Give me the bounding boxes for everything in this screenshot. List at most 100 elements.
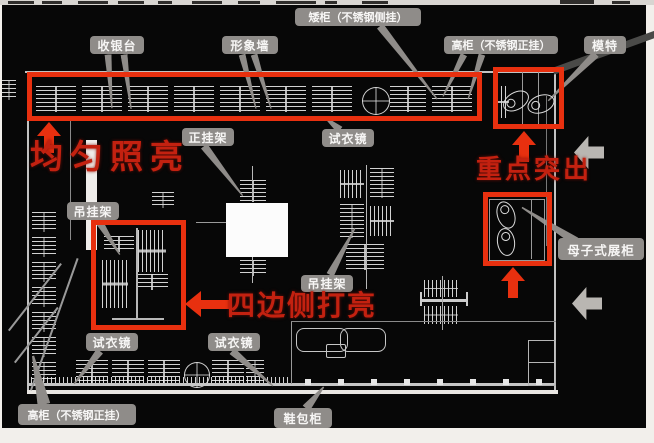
callout-hanging-rack-mid: 吊挂架 xyxy=(301,275,353,292)
clothes-rack xyxy=(240,180,266,202)
callout-leader xyxy=(201,144,246,199)
wall-line xyxy=(118,1,144,4)
clothes-rack xyxy=(240,260,266,276)
display-cabinet-outline xyxy=(489,199,545,261)
wall-line xyxy=(192,1,222,4)
wall-tick xyxy=(437,379,443,385)
wall-line xyxy=(420,292,422,306)
wall-line xyxy=(136,228,138,320)
wall-line xyxy=(325,1,337,4)
wall-tick xyxy=(338,379,344,385)
wall-line xyxy=(8,1,34,4)
wall-line xyxy=(252,257,253,283)
wall-line xyxy=(238,1,260,4)
wall-mirror-strip xyxy=(86,140,97,250)
wall-line xyxy=(158,1,172,4)
clothes-rack xyxy=(340,170,364,198)
clothes-rack xyxy=(390,86,426,112)
note-key-highlight: 重点突出 xyxy=(476,155,593,185)
clothes-rack xyxy=(370,206,394,236)
callout-mannequin: 模特 xyxy=(584,36,626,54)
wall-tick xyxy=(470,379,476,385)
clothes-rack xyxy=(424,280,458,297)
arrow-head xyxy=(501,267,525,281)
callout-shoe-bag-cabinet: 鞋包柜 xyxy=(274,408,332,428)
wall-line xyxy=(27,390,558,394)
clothes-rack xyxy=(312,86,352,112)
wall-line xyxy=(78,1,108,4)
callout-leader xyxy=(303,383,328,410)
clothes-rack xyxy=(36,86,76,112)
wall-line xyxy=(466,292,468,306)
arrow-stem xyxy=(201,299,231,309)
wall-line xyxy=(420,299,468,302)
wall-line xyxy=(291,321,556,322)
wall-tick xyxy=(404,379,410,385)
callout-cashier-counter: 收银台 xyxy=(90,36,144,54)
wall-line xyxy=(196,222,228,223)
wall-line xyxy=(276,1,316,4)
wall-line xyxy=(70,120,71,240)
wall-line xyxy=(27,383,556,386)
callout-fitting-mirror-bottom-left: 试衣镜 xyxy=(86,333,138,351)
clothes-rack xyxy=(174,86,214,112)
mannequin-highlight-box xyxy=(493,67,564,129)
wall-line xyxy=(531,199,532,259)
red-arrow-up-icon xyxy=(512,131,536,162)
center-column xyxy=(226,203,288,257)
clothes-rack xyxy=(32,237,56,257)
wall-line xyxy=(112,318,164,320)
arrow-head xyxy=(512,131,536,145)
clothes-rack xyxy=(346,244,384,270)
clothes-rack xyxy=(128,86,168,112)
wall-tick xyxy=(371,379,377,385)
clothes-rack xyxy=(32,212,56,232)
note-four-side-lighting: 四边侧打亮 xyxy=(227,289,378,322)
callout-fitting-mirror-bottom-mid: 试衣镜 xyxy=(208,333,260,351)
callout-fitting-mirror-top: 试衣镜 xyxy=(322,129,374,147)
wall-tick xyxy=(536,379,542,385)
wall-line xyxy=(528,362,554,363)
wall-line xyxy=(366,165,367,289)
arrow-stem xyxy=(519,145,529,162)
clothes-rack xyxy=(152,192,174,208)
wall-line xyxy=(252,166,253,202)
wall-line xyxy=(560,0,594,4)
wall-line xyxy=(612,1,630,4)
wall-line xyxy=(291,322,292,384)
clothes-rack xyxy=(432,86,472,112)
callout-tall-cabinet-bottom: 高柜（不锈钢正挂） xyxy=(18,404,136,425)
red-arrow-up-icon xyxy=(501,267,525,298)
arrow-stem xyxy=(44,136,54,153)
wall-line xyxy=(27,71,29,391)
callout-tall-cabinet-top: 高柜（不锈钢正挂） xyxy=(444,36,558,54)
wall-line xyxy=(42,1,62,4)
callout-hanging-rack-left: 吊挂架 xyxy=(67,202,119,220)
wall-line xyxy=(442,276,443,330)
round-rack xyxy=(362,87,390,115)
bench-outline xyxy=(340,328,386,352)
red-arrow-up-icon xyxy=(37,122,61,153)
wall-tick xyxy=(503,379,509,385)
clothes-rack xyxy=(82,86,122,112)
clothes-rack xyxy=(266,86,306,112)
clothes-rack xyxy=(370,168,394,198)
bench-outline xyxy=(296,328,348,352)
corner-cabinet-outline xyxy=(528,340,556,386)
uniform-lighting-zone-box xyxy=(27,72,482,121)
callout-mother-child-display: 母子式展柜 xyxy=(558,238,644,260)
clothes-rack xyxy=(102,260,128,308)
red-arrow-left-icon xyxy=(185,291,231,317)
clothes-rack xyxy=(424,306,458,324)
clothes-rack xyxy=(27,377,295,383)
callout-low-cabinet: 矮柜（不锈钢侧挂） xyxy=(295,8,421,26)
clothes-rack xyxy=(136,274,168,290)
clothes-rack xyxy=(138,230,166,272)
arrow-stem xyxy=(508,281,518,298)
arrow-head xyxy=(37,122,61,136)
wall-line xyxy=(546,96,547,246)
note-uniform-lighting: 均匀照亮 xyxy=(30,137,190,176)
display-cabinet-highlight-box xyxy=(483,192,552,266)
callout-image-wall: 形象墙 xyxy=(222,36,278,54)
